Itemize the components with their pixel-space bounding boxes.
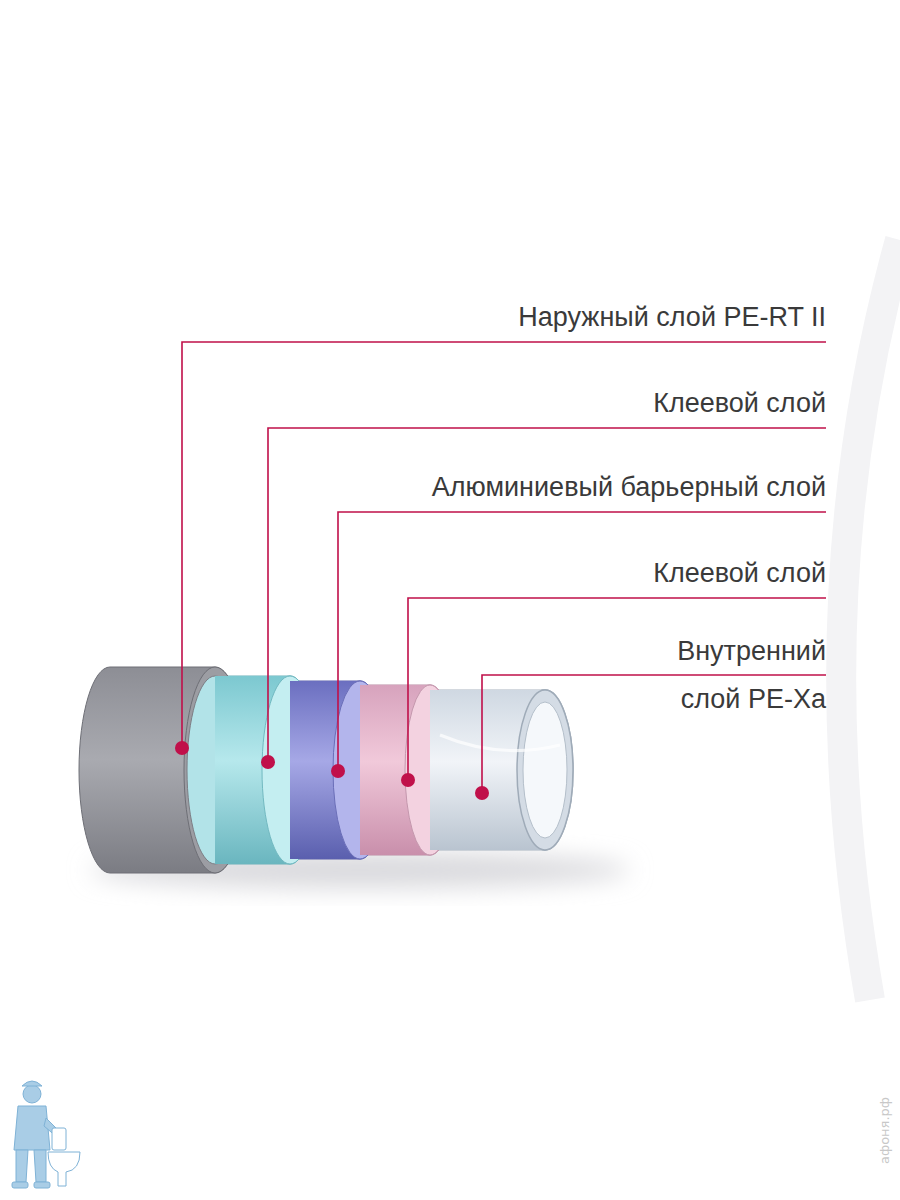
highlight	[440, 735, 560, 751]
watermark: афоня.рф	[876, 1097, 891, 1164]
leader-dot	[401, 773, 415, 787]
layer-label: Внутренний слой PE-Xa	[656, 627, 826, 723]
leader-line	[182, 342, 826, 748]
label-holder: Внутренний слой PE-Xa	[656, 627, 826, 723]
inner-visible	[430, 690, 569, 850]
leader-line	[408, 598, 826, 780]
leader-line	[338, 512, 826, 771]
leader-line	[268, 428, 826, 762]
leader-dot	[331, 764, 345, 778]
layer-label: Алюминиевый барьерный слой	[432, 471, 826, 503]
inner-end	[517, 690, 573, 850]
label-holder: Клеевой слой	[653, 557, 826, 589]
leader-dots	[175, 741, 489, 800]
layer-label: Клеевой слой	[653, 557, 826, 589]
label-holder: Наружный слой PE-RT II	[518, 301, 826, 333]
layer-label: Клеевой слой	[653, 387, 826, 419]
label-holder: Алюминиевый барьерный слой	[432, 471, 826, 503]
pipe-bore	[523, 702, 567, 838]
background-arc	[841, 240, 900, 1000]
layer-label: Наружный слой PE-RT II	[518, 301, 826, 333]
leader-dot	[261, 755, 275, 769]
label-holder: афоня.рф	[876, 1097, 891, 1164]
label-holder: Клеевой слой	[653, 387, 826, 419]
pipe-bore	[523, 702, 567, 838]
inner-end	[517, 690, 573, 850]
leader-lines	[182, 342, 826, 793]
leader-dot	[175, 741, 189, 755]
logo	[12, 1081, 80, 1188]
leader-dot	[475, 786, 489, 800]
